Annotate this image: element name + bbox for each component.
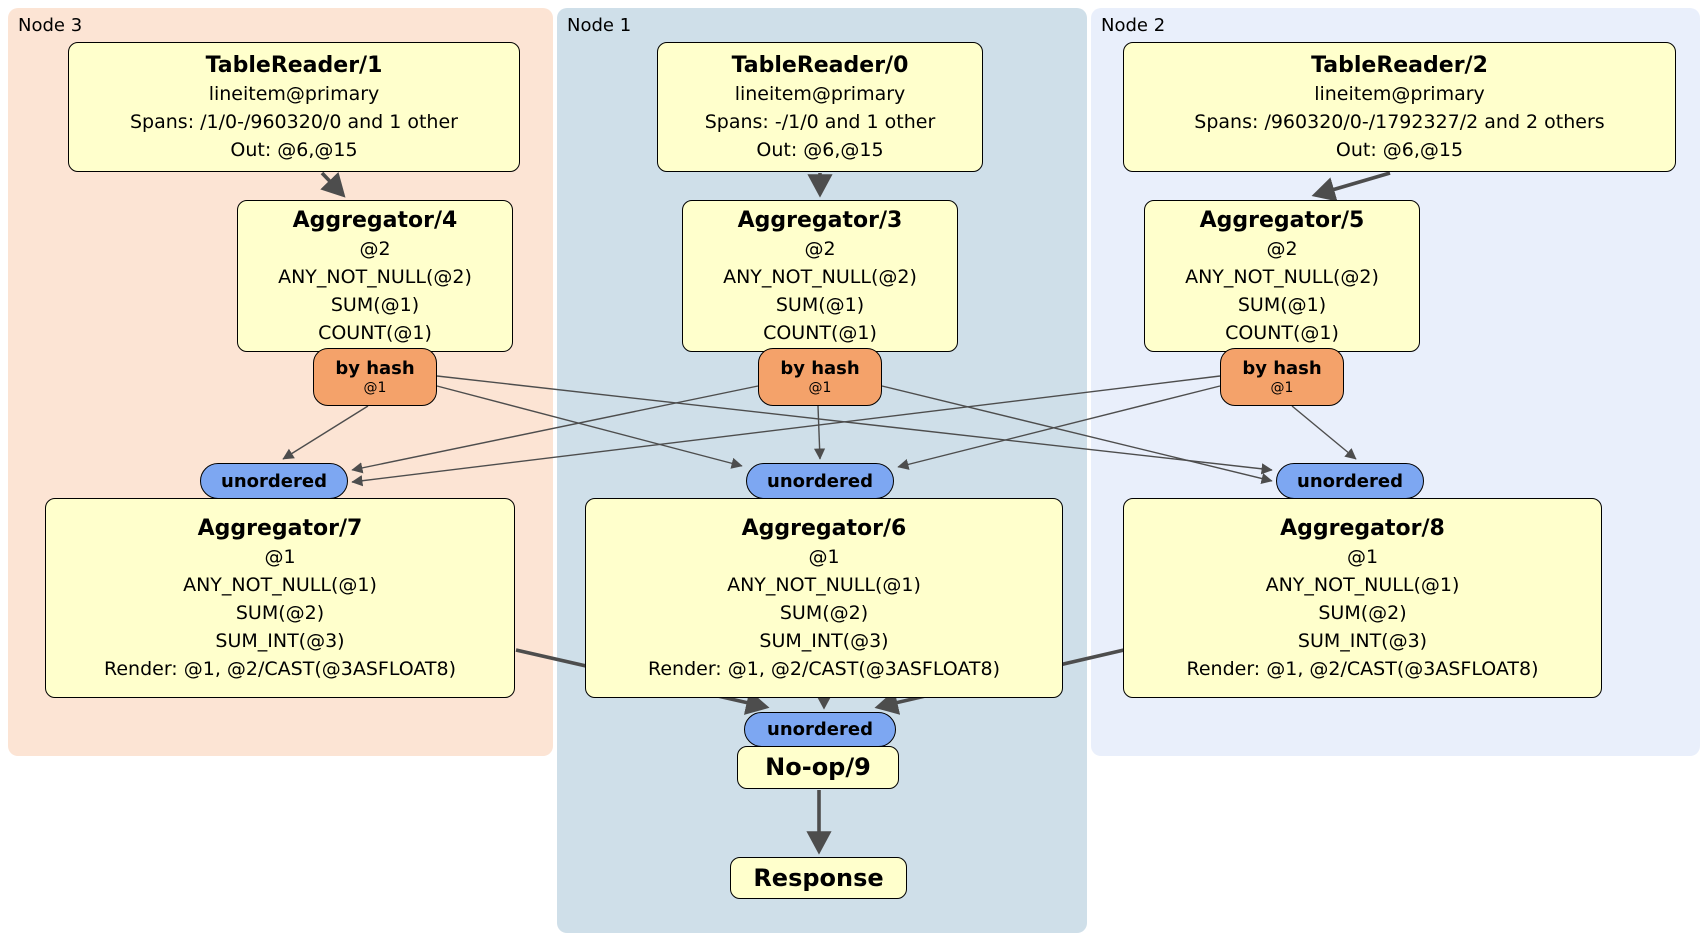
processor-title: Aggregator/8 [1280,515,1445,541]
processor-detail: Spans: /1/0-/960320/0 and 1 other [130,110,458,133]
processor-detail: @2 [1266,237,1298,260]
sync-unordered-node3: unordered [200,463,348,499]
processor-detail: SUM(@1) [330,293,420,316]
processor-detail: ANY_NOT_NULL(@2) [278,265,472,288]
processor-title: Aggregator/4 [292,207,458,233]
edge-tr1-agg4 [320,171,346,198]
processor-tablereader-2: TableReader/2 lineitem@primary Spans: /9… [1123,42,1676,172]
processor-aggregator-4: Aggregator/4 @2 ANY_NOT_NULL(@2) SUM(@1)… [237,200,513,352]
router-by-hash-node3: by hash @1 [313,348,437,406]
sync-unordered-node2: unordered [1276,463,1424,499]
processor-detail: SUM_INT(@3) [1297,629,1428,652]
edge-router1-sync2 [881,385,1273,484]
processor-title: TableReader/2 [1311,52,1488,78]
processor-detail: SUM_INT(@3) [759,629,889,652]
processor-aggregator-8: Aggregator/8 @1 ANY_NOT_NULL(@1) SUM(@2)… [1123,498,1602,698]
edge-router2-sync1 [897,385,1221,470]
processor-detail: lineitem@primary [208,82,380,105]
processor-detail: @1 [264,545,296,568]
processor-detail: @1 [1346,545,1379,568]
node-panel-2-label: Node 2 [1101,15,1166,36]
processor-detail: SUM(@2) [1318,601,1407,624]
edge-router1-sync1 [814,405,826,460]
processor-detail: SUM_INT(@3) [215,629,345,652]
processor-detail: ANY_NOT_NULL(@1) [1265,573,1460,596]
processor-detail: Out: @6,@15 [230,138,358,161]
router-by-hash-node1: by hash @1 [758,348,882,406]
edge-tr2-agg5 [1311,171,1391,202]
processor-detail: lineitem@primary [1314,82,1485,105]
edge-router2-sync3 [351,375,1221,487]
processor-detail: Render: @1, @2/CAST(@3ASFLOAT8) [104,657,456,680]
processor-detail: COUNT(@1) [318,321,432,344]
processor-aggregator-7: Aggregator/7 @1 ANY_NOT_NULL(@1) SUM(@2)… [45,498,515,698]
edge-router3-sync1 [436,385,743,469]
sync-unordered-node1: unordered [746,463,894,499]
processor-detail: @1 [808,545,840,568]
processor-title: TableReader/0 [731,52,909,78]
edge-router3-sync2 [436,375,1273,475]
processor-aggregator-3: Aggregator/3 @2 ANY_NOT_NULL(@2) SUM(@1)… [682,200,958,352]
processor-detail: SUM(@1) [1237,293,1327,316]
router-by-hash-node2: by hash @1 [1220,348,1344,406]
processor-aggregator-6: Aggregator/6 @1 ANY_NOT_NULL(@1) SUM(@2)… [585,498,1063,698]
processor-detail: Out: @6,@15 [1335,138,1464,161]
node-panel-3-label: Node 3 [18,15,83,36]
processor-detail: Render: @1, @2/CAST(@3ASFLOAT8) [648,657,1000,680]
processor-detail: lineitem@primary [734,82,906,105]
processor-detail: ANY_NOT_NULL(@2) [1185,265,1379,288]
processor-title: Aggregator/7 [197,515,363,541]
processor-noop-9: No-op/9 [737,746,899,789]
processor-title: Aggregator/6 [741,515,907,541]
processor-detail: Out: @6,@15 [756,138,884,161]
sync-label: unordered [221,470,327,492]
router-label: by hash [780,358,860,379]
node-panel-1-label: Node 1 [567,15,632,36]
processor-detail: ANY_NOT_NULL(@1) [183,573,377,596]
processor-detail: SUM(@1) [775,293,865,316]
sync-label: unordered [767,470,873,492]
processor-detail: ANY_NOT_NULL(@2) [723,265,917,288]
processor-detail: ANY_NOT_NULL(@1) [727,573,921,596]
sync-unordered-final: unordered [744,712,896,747]
response-title: Response [753,863,884,892]
processor-detail: Spans: /960320/0-/1792327/2 and 2 others [1194,110,1605,133]
response-box: Response [730,857,907,899]
sync-label: unordered [767,719,873,740]
processor-title: Aggregator/5 [1199,207,1365,233]
processor-aggregator-5: Aggregator/5 @2 ANY_NOT_NULL(@2) SUM(@1)… [1144,200,1420,352]
processor-title: TableReader/1 [205,52,383,78]
processor-detail: SUM(@2) [779,601,869,624]
processor-title: No-op/9 [765,753,871,781]
processor-detail: @2 [804,237,836,260]
processor-detail: COUNT(@1) [763,321,877,344]
router-label: by hash [335,358,415,379]
router-detail: @1 [808,380,832,396]
edge-router3-sync3 [282,405,369,460]
processor-detail: Render: @1, @2/CAST(@3ASFLOAT8) [1186,657,1539,680]
router-detail: @1 [1270,380,1294,396]
sync-label: unordered [1297,470,1403,492]
processor-detail: @2 [359,237,391,260]
edge-router2-sync2 [1291,405,1357,460]
processor-title: Aggregator/3 [737,207,903,233]
processor-detail: SUM(@2) [235,601,325,624]
router-detail: @1 [363,380,387,396]
processor-detail: COUNT(@1) [1225,321,1339,344]
router-label: by hash [1242,358,1322,379]
edge-router1-sync3 [351,385,759,474]
processor-tablereader-0: TableReader/0 lineitem@primary Spans: -/… [657,42,983,172]
processor-detail: Spans: -/1/0 and 1 other [704,110,936,133]
processor-tablereader-1: TableReader/1 lineitem@primary Spans: /1… [68,42,520,172]
